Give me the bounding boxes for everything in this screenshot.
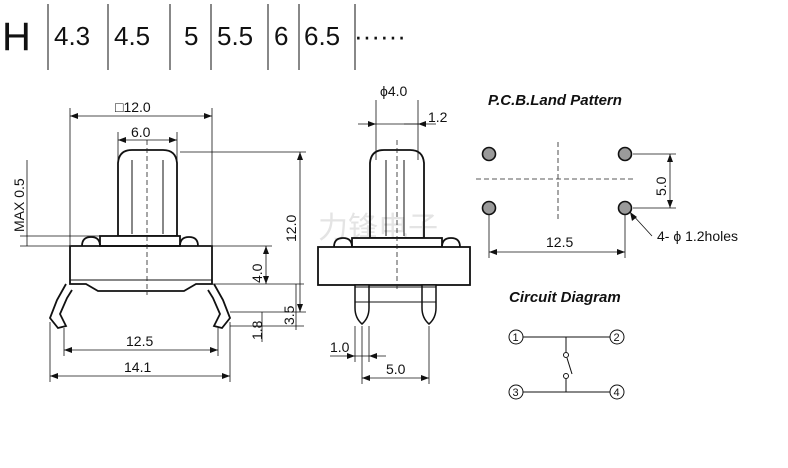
pcb-land-pattern: P.C.B.Land Pattern 5.0 12.5 4- ϕ 1.2hole… bbox=[476, 92, 738, 258]
terminal-3: 3 bbox=[508, 384, 524, 400]
pcb-hole bbox=[617, 146, 633, 162]
svg-text:4: 4 bbox=[614, 387, 620, 399]
svg-text:2: 2 bbox=[614, 332, 620, 344]
overall-width-dimension: 14.1 bbox=[124, 359, 151, 375]
side-pin-pitch-dimension: 5.0 bbox=[386, 361, 406, 377]
height-option: 6.5 bbox=[304, 21, 340, 51]
circuit-title: Circuit Diagram bbox=[509, 289, 621, 306]
front-view: □12.0 6.0 MAX 0.5 12.0 4.0 3.5 bbox=[11, 99, 306, 382]
stem-diameter-dimension: ϕ4.0 bbox=[380, 83, 408, 99]
pcb-pitch-y-dimension: 5.0 bbox=[653, 176, 669, 196]
pin-height-dimension: 3.5 bbox=[281, 305, 297, 325]
svg-text:3: 3 bbox=[513, 387, 519, 399]
height-table: H 4.3 4.5 5 5.5 6 6.5 ······ bbox=[2, 4, 406, 70]
pcb-holes-label: 4- ϕ 1.2holes bbox=[657, 228, 738, 244]
terminal-1: 1 bbox=[508, 329, 524, 345]
stem-width-dimension: 6.0 bbox=[131, 124, 151, 140]
pcb-title: P.C.B.Land Pattern bbox=[488, 92, 622, 109]
side-view: ϕ4.0 1.2 1.0 5.0 bbox=[317, 83, 471, 384]
height-option: 6 bbox=[274, 21, 288, 51]
height-option: 5.5 bbox=[217, 21, 253, 51]
pin-width-dimension: 1.0 bbox=[330, 339, 350, 355]
pin-pitch-dimension: 12.5 bbox=[126, 333, 153, 349]
height-label: H bbox=[2, 15, 31, 59]
pcb-hole bbox=[481, 200, 497, 216]
width-square-dimension: □12.0 bbox=[115, 99, 151, 115]
body-height-dimension: 4.0 bbox=[249, 263, 265, 283]
foot-height-dimension: 1.8 bbox=[249, 320, 265, 340]
max-height-dimension: MAX 0.5 bbox=[11, 178, 27, 232]
circuit-diagram: Circuit Diagram 1 2 3 4 bbox=[508, 289, 625, 400]
height-ellipsis: ······ bbox=[354, 21, 406, 51]
height-option: 4.5 bbox=[114, 21, 150, 51]
terminal-2: 2 bbox=[609, 329, 625, 345]
height-option: 5 bbox=[184, 21, 198, 51]
pcb-hole bbox=[481, 146, 497, 162]
pcb-hole bbox=[617, 200, 633, 216]
pcb-pitch-x-dimension: 12.5 bbox=[546, 234, 573, 250]
svg-text:1: 1 bbox=[513, 332, 519, 344]
total-height-dimension: 12.0 bbox=[283, 215, 299, 242]
height-option: 4.3 bbox=[54, 21, 90, 51]
offset-dimension: 1.2 bbox=[428, 109, 448, 125]
terminal-4: 4 bbox=[609, 384, 625, 400]
